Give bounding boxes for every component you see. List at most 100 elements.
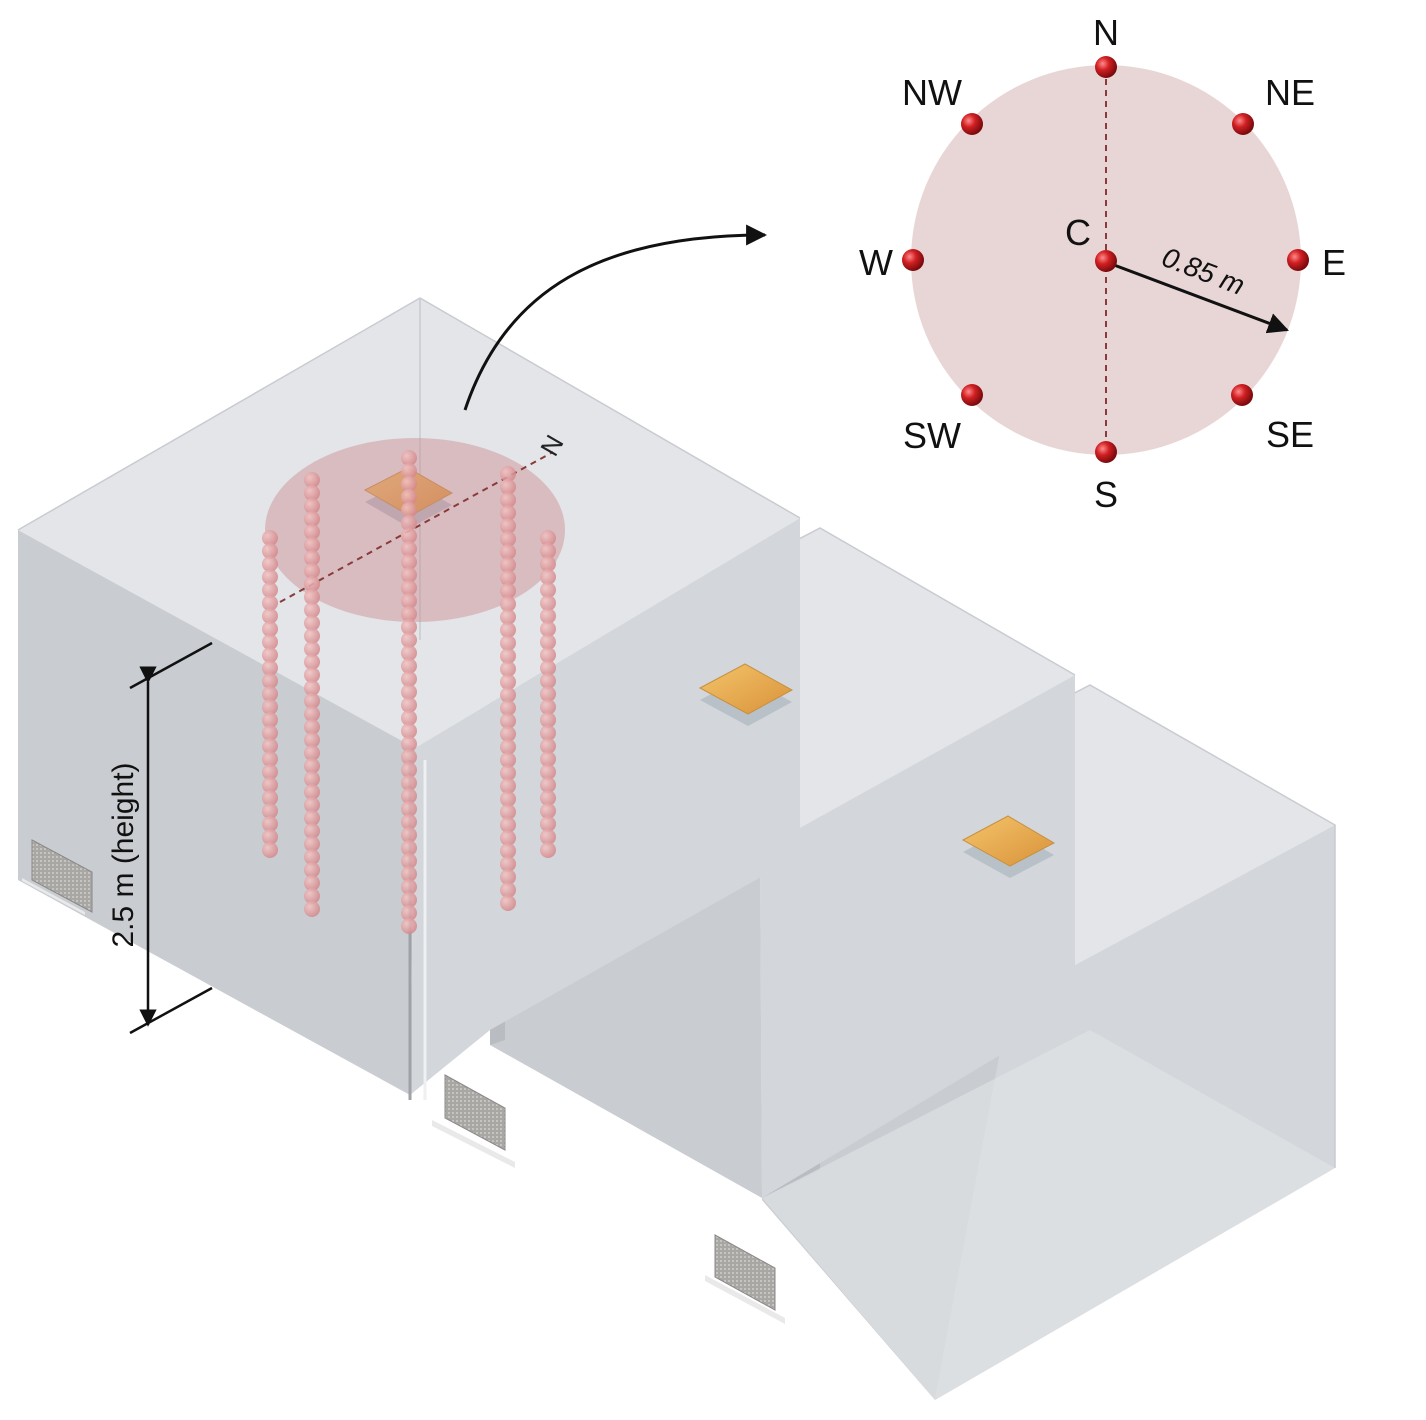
chain-sensor <box>540 673 556 689</box>
chain-sensor <box>401 684 417 700</box>
chain-sensor <box>262 816 278 832</box>
compass-label-sw: SW <box>903 415 961 456</box>
chain-sensor <box>262 530 278 546</box>
chain-sensor <box>304 667 320 683</box>
chain-sensor <box>262 621 278 637</box>
chain-sensor <box>401 762 417 778</box>
chain-sensor <box>401 645 417 661</box>
chain-sensor <box>500 895 516 911</box>
compass-label-se: SE <box>1266 414 1314 455</box>
chain-sensor <box>540 621 556 637</box>
chain-sensor <box>304 888 320 904</box>
chain-sensor <box>401 541 417 557</box>
chain-sensor <box>540 842 556 858</box>
radius-arrow <box>1105 260 1289 334</box>
chain-sensor <box>500 752 516 768</box>
chain-sensor <box>500 843 516 859</box>
chain-sensor <box>500 479 516 495</box>
chain-sensor <box>540 699 556 715</box>
chain-sensor <box>262 790 278 806</box>
chain-sensor <box>500 466 516 482</box>
chain-sensor <box>262 634 278 650</box>
floor-vent-room-2 <box>432 1074 515 1168</box>
chain-sensor <box>500 505 516 521</box>
chain-sensor <box>401 905 417 921</box>
chain-sensor <box>304 745 320 761</box>
chain-sensor <box>401 658 417 674</box>
chain-sensor <box>304 693 320 709</box>
ceiling-panel-room-3 <box>961 815 1056 878</box>
chain-sensor <box>500 492 516 508</box>
floor-vent-room-1 <box>22 839 93 915</box>
chain-sensor <box>500 661 516 677</box>
chain-sensor <box>401 606 417 622</box>
sensor-n <box>1095 56 1117 78</box>
chain-sensor <box>401 515 417 531</box>
chain-sensor <box>500 609 516 625</box>
chain-sensor <box>401 710 417 726</box>
chain-sensor <box>262 751 278 767</box>
chain-sensor <box>401 827 417 843</box>
chain-sensor <box>500 869 516 885</box>
chain-sensor <box>262 777 278 793</box>
chain-sensor <box>401 814 417 830</box>
sensor-se <box>1231 384 1253 406</box>
chain-sensor <box>500 791 516 807</box>
chain-sensor <box>500 778 516 794</box>
chain-sensor <box>401 723 417 739</box>
chain-sensor <box>401 697 417 713</box>
chain-sensor <box>304 576 320 592</box>
height-label: 2.5 m (height) <box>107 762 140 947</box>
chain-sensor <box>540 790 556 806</box>
chain-sensor <box>304 511 320 527</box>
chain-sensor <box>262 660 278 676</box>
chain-sensor <box>500 583 516 599</box>
chain-sensor <box>262 673 278 689</box>
chain-sensor <box>540 608 556 624</box>
sensor-w <box>902 249 924 271</box>
chain-sensor <box>500 739 516 755</box>
chain-sensor <box>401 450 417 466</box>
chain-sensor <box>304 537 320 553</box>
chain-sensor <box>304 680 320 696</box>
chain-sensor <box>540 530 556 546</box>
chain-sensor <box>304 472 320 488</box>
chain-sensor <box>262 543 278 559</box>
chain-sensor <box>401 489 417 505</box>
center-label: C <box>1065 212 1091 253</box>
chain-sensor <box>304 654 320 670</box>
chain-sensor <box>500 570 516 586</box>
chain-sensor <box>304 771 320 787</box>
chain-sensor <box>262 569 278 585</box>
chain-sensor <box>500 713 516 729</box>
chain-sensor <box>540 764 556 780</box>
chain-sensor <box>262 647 278 663</box>
chain-sensor <box>401 788 417 804</box>
chain-sensor <box>500 882 516 898</box>
chain-sensor <box>500 856 516 872</box>
sensor-chain-4 <box>500 466 516 911</box>
chain-sensor <box>540 595 556 611</box>
chain-sensor <box>262 608 278 624</box>
chain-sensor <box>262 686 278 702</box>
chain-sensor <box>262 699 278 715</box>
sensor-center <box>1095 250 1117 272</box>
sensor-chains <box>262 450 556 934</box>
chain-sensor <box>500 700 516 716</box>
chain-sensor <box>500 674 516 690</box>
chain-sensor <box>500 687 516 703</box>
chain-sensor <box>304 758 320 774</box>
chain-sensor <box>540 647 556 663</box>
chain-sensor <box>304 810 320 826</box>
chain-sensor <box>304 563 320 579</box>
chain-sensor <box>262 582 278 598</box>
chain-sensor <box>540 634 556 650</box>
compass-label-ne: NE <box>1265 72 1315 113</box>
chain-sensor <box>262 725 278 741</box>
floor-vent-room-3 <box>705 1234 785 1324</box>
chain-sensor <box>304 628 320 644</box>
chain-sensor <box>500 622 516 638</box>
callout-arrow <box>463 224 768 411</box>
